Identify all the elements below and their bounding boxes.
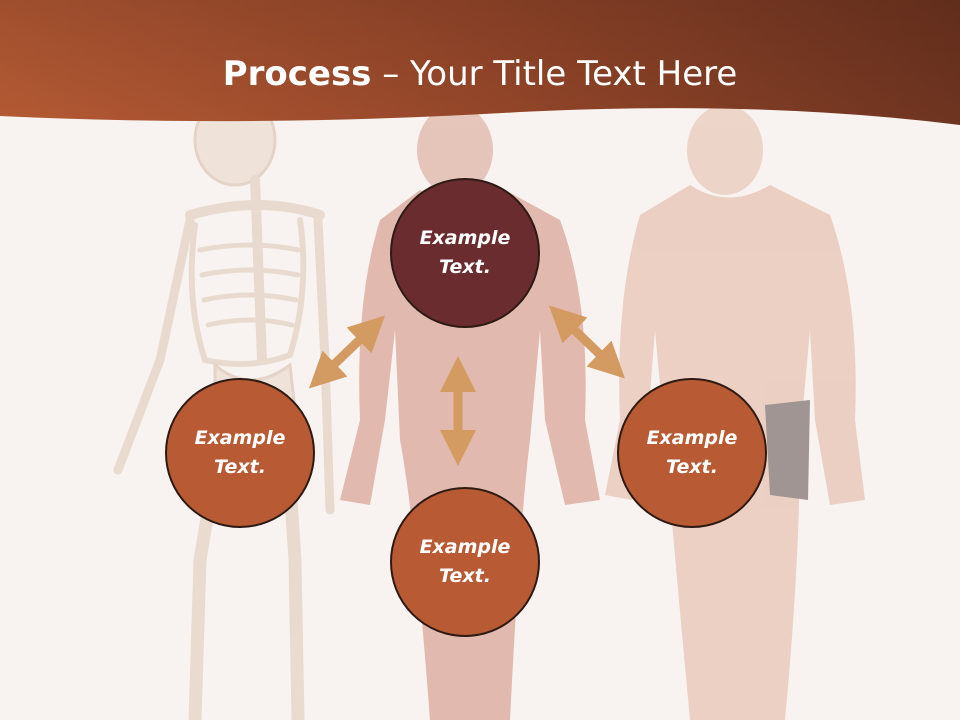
process-node-bottom[interactable]: Example Text.: [390, 487, 540, 637]
process-node-right[interactable]: Example Text.: [617, 378, 767, 528]
title-rest-part: – Your Title Text Here: [371, 54, 738, 94]
slide-title: Process – Your Title Text Here: [0, 52, 960, 96]
node-bottom-text: Example Text.: [419, 536, 511, 587]
process-node-top[interactable]: Example Text.: [390, 178, 540, 328]
node-right-text: Example Text.: [646, 427, 738, 478]
header-band: [0, 0, 960, 125]
process-node-left[interactable]: Example Text.: [165, 378, 315, 528]
title-bold-part: Process: [222, 54, 372, 94]
node-left-text: Example Text.: [194, 427, 286, 478]
arrow-top-left: [309, 315, 385, 389]
arrow-top-right: [549, 305, 625, 379]
node-top-text: Example Text.: [419, 227, 511, 278]
